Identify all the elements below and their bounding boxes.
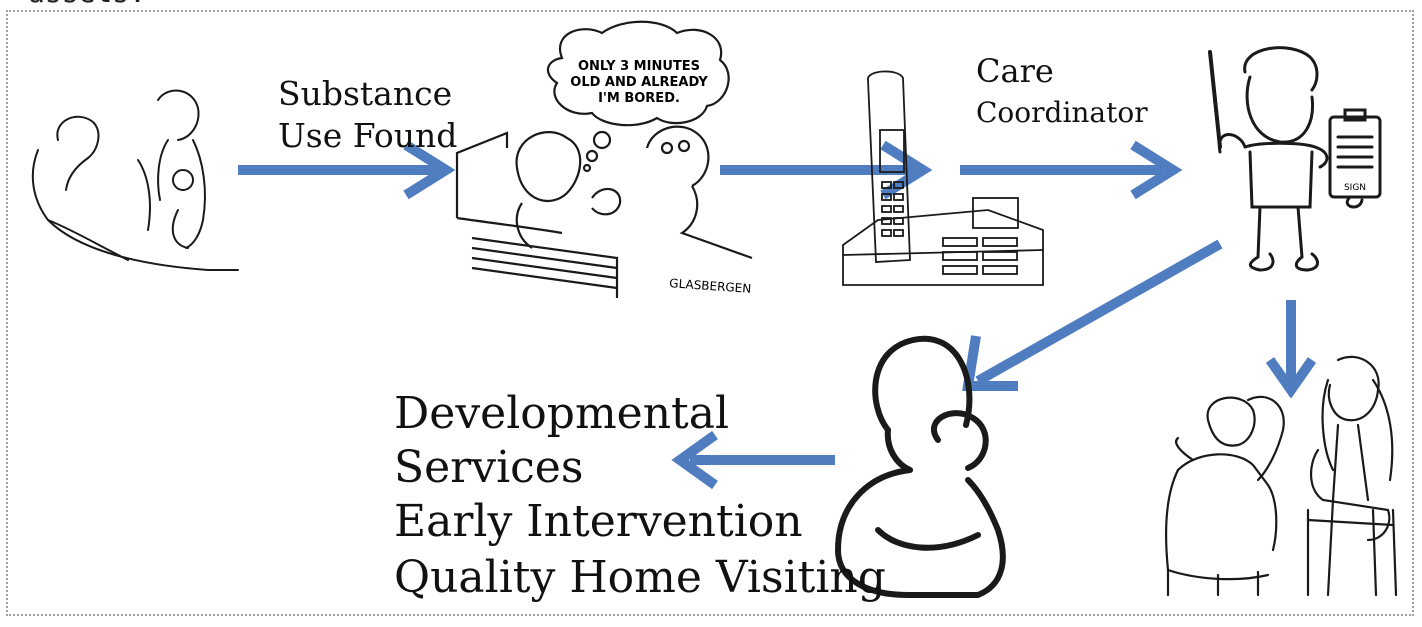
arrow-left <box>671 430 835 490</box>
cartoon-signature: GLASBERGEN <box>669 276 752 296</box>
mother-child-icon <box>835 335 1006 598</box>
arrow-down <box>1266 300 1316 398</box>
newborn-cartoon: ONLY 3 MINUTES OLD AND ALREADY I'M BORED… <box>455 20 753 298</box>
bubble-text-line2: OLD AND ALREADY <box>570 75 708 90</box>
clipboard-sign-text: SIGN <box>1344 183 1366 193</box>
care-coordinator-figure: SIGN <box>1208 46 1382 272</box>
care-coordinator-label-line2: Coordinator <box>976 96 1148 129</box>
cordless-phone-icon <box>842 70 1044 286</box>
services-label-line1: Developmental <box>394 388 730 439</box>
counseling-session-illustration <box>1164 355 1398 597</box>
clipped-heading-text: assets: <box>28 0 146 9</box>
care-coordinator-label-line1: Care <box>976 52 1054 90</box>
substance-use-label-line2: Use Found <box>278 116 458 155</box>
arrow-right-3 <box>960 140 1183 200</box>
clinic-exam-illustration <box>31 89 239 271</box>
services-label-line2: Services <box>394 442 584 493</box>
diagram-frame <box>6 10 1414 616</box>
substance-use-label-line1: Substance <box>278 74 453 113</box>
services-label-line4: Quality Home Visiting <box>394 552 886 603</box>
bubble-text-line3: I'M BORED. <box>598 91 680 106</box>
arrow-right-1 <box>238 140 456 200</box>
services-label-line3: Early Intervention <box>394 496 803 547</box>
bubble-text-line1: ONLY 3 MINUTES <box>578 59 700 74</box>
